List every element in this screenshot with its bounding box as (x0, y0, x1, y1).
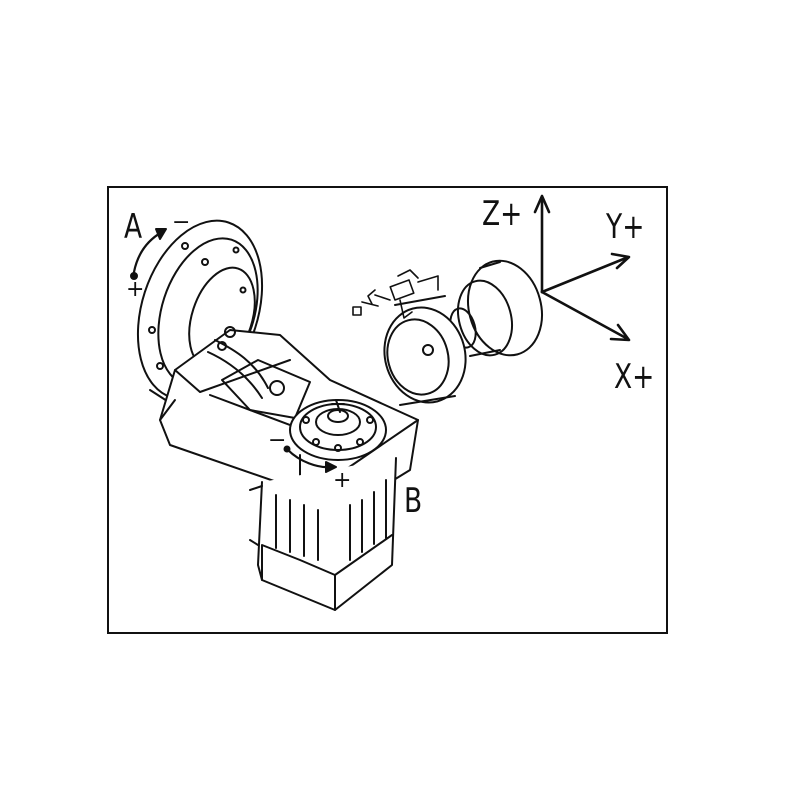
x-axis-label: X+ (614, 357, 655, 397)
coordinate-axes (533, 194, 631, 342)
spindle-assembly (383, 259, 543, 406)
axis-b-label: B (404, 481, 423, 521)
a-axis-rotation-arrow (130, 228, 167, 280)
motor (249, 457, 397, 611)
z-axis-label: Z+ (482, 194, 523, 234)
b-axis-rotation-arrow (283, 445, 337, 473)
sensor-part (352, 269, 439, 319)
axis-a-minus-label: − (172, 210, 191, 235)
machine-housing (159, 326, 419, 511)
axis-a-plus-label: + (126, 277, 145, 302)
y-axis-arrow (540, 256, 628, 294)
axis-a-label: A (124, 207, 143, 247)
b-axis-table (289, 399, 387, 461)
x-axis-arrow (540, 290, 628, 340)
y-axis-label: Y+ (606, 207, 645, 247)
axis-b-minus-label: − (268, 428, 287, 453)
axis-b-plus-label: + (333, 468, 352, 493)
